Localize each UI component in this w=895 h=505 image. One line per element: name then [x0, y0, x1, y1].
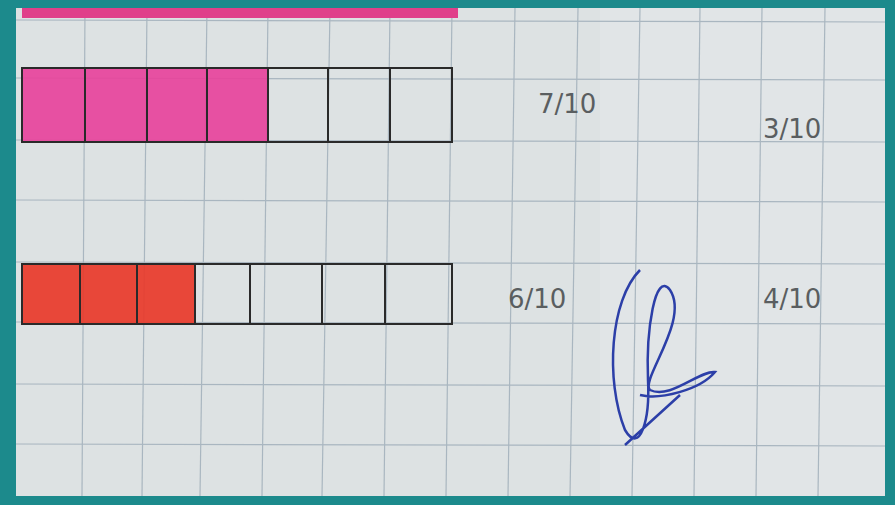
paper-light: [600, 8, 885, 496]
fraction-label: 6/10: [505, 285, 569, 314]
fraction-label: 3/10: [760, 115, 824, 144]
top-bar-remnant: [22, 8, 458, 18]
fraction-label: 4/10: [760, 285, 824, 314]
fraction-bar-seven-tenths: [22, 68, 452, 142]
fraction-bar-six-tenths: [22, 264, 452, 324]
grid-lines: [16, 8, 885, 496]
teacher-signature: [613, 270, 715, 445]
paper: [16, 8, 885, 496]
fraction-label: 7/10: [535, 90, 599, 119]
